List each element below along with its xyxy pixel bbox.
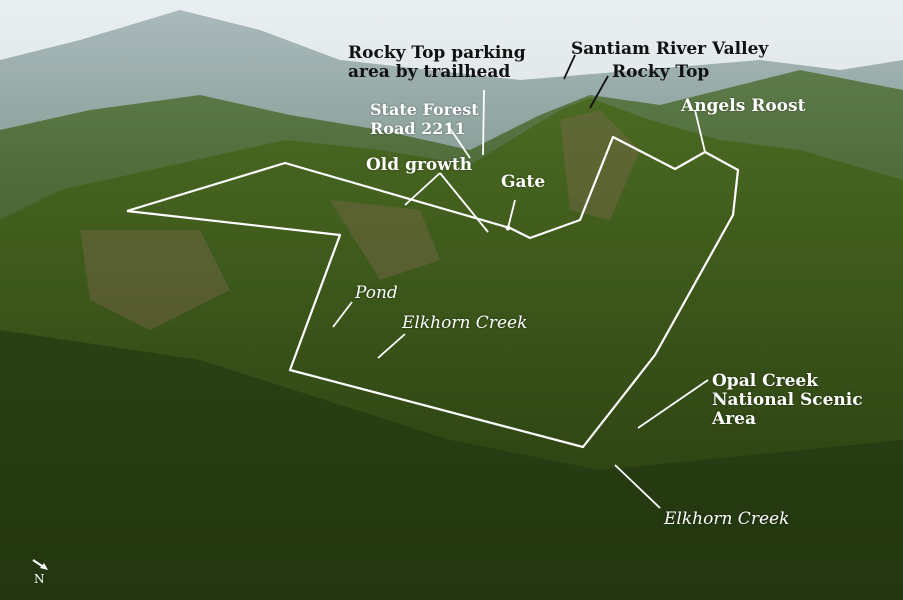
north-label: N (34, 572, 45, 586)
rocky-slopes (80, 110, 640, 330)
label-opal-creek: Opal Creek National Scenic Area (712, 372, 863, 429)
label-rocky-top-parking: Rocky Top parking area by trailhead (348, 44, 526, 82)
label-gate: Gate (501, 172, 546, 192)
label-line: Road 2211 (370, 119, 466, 138)
label-state-forest-road: State Forest Road 2211 (370, 100, 479, 138)
label-elkhorn-creek-upper: Elkhorn Creek (402, 313, 528, 333)
label-line: Opal Creek (712, 371, 818, 391)
forest-foreground (0, 330, 903, 600)
label-angels-roost: Angels Roost (681, 96, 806, 116)
north-arrow-icon (32, 559, 48, 570)
label-rocky-top: Rocky Top (612, 62, 710, 82)
leader-lines (332, 54, 709, 509)
label-line: area by trailhead (348, 62, 511, 82)
label-line: Rocky Top parking (348, 43, 526, 63)
label-elkhorn-creek-lower: Elkhorn Creek (664, 509, 790, 529)
label-line: State Forest (370, 100, 479, 119)
label-line: National Scenic (712, 390, 863, 410)
label-old-growth: Old growth (366, 155, 473, 175)
label-santiam-river-valley: Santiam River Valley (571, 39, 769, 59)
label-line: Area (712, 409, 756, 429)
label-pond: Pond (355, 283, 398, 303)
